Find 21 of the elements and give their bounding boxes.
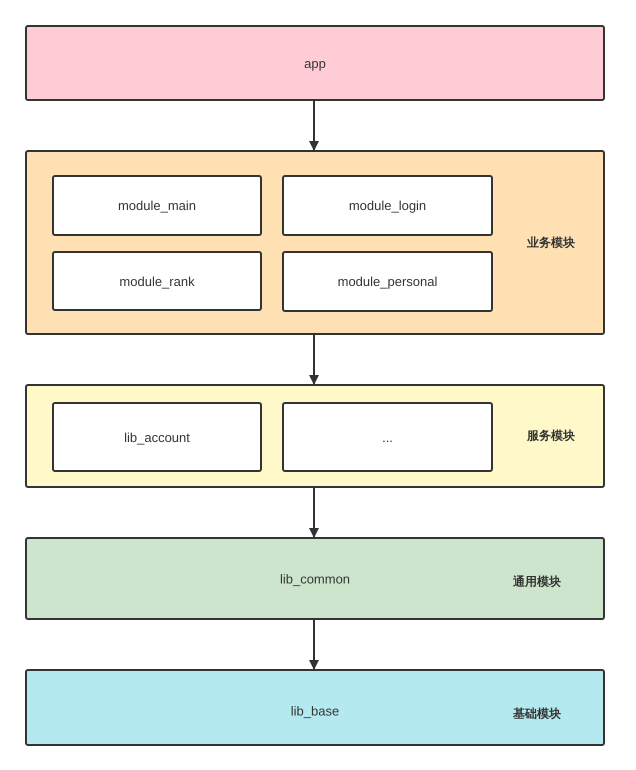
layer-panel	[25, 150, 605, 335]
layer-panel	[25, 537, 605, 620]
module-box: lib_account	[52, 402, 262, 472]
module-box: ...	[282, 402, 493, 472]
layer-label: 服务模块	[527, 428, 575, 444]
module-box: module_personal	[282, 251, 493, 312]
layer-label: 通用模块	[513, 574, 561, 590]
app-box: app	[25, 25, 605, 101]
layer-label: 基础模块	[513, 706, 561, 722]
arrow	[309, 488, 319, 538]
layer-panel	[25, 384, 605, 488]
layer-label: 业务模块	[527, 234, 575, 251]
layer-content-text: lib_common	[280, 572, 350, 586]
layer-content-text: lib_base	[290, 704, 340, 718]
arrow	[309, 620, 319, 670]
module-box: module_rank	[52, 251, 262, 311]
arrow	[309, 335, 319, 385]
layer-panel	[25, 669, 605, 746]
arrow	[309, 101, 319, 151]
module-box: module_login	[282, 175, 493, 236]
module-box: module_main	[52, 175, 262, 236]
